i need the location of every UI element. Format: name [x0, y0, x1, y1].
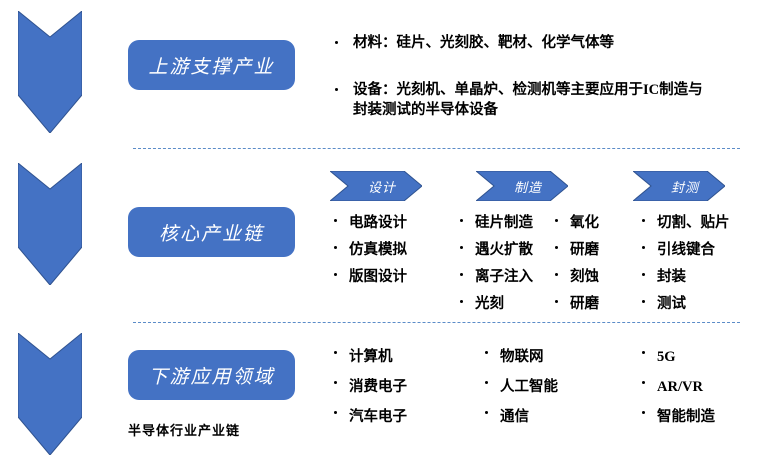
list-item: 通信 — [483, 402, 558, 432]
design-bullet-list: 电路设计 仿真模拟 版图设计 — [332, 210, 407, 291]
stage-label-downstream-text: 下游应用领域 — [148, 366, 275, 388]
list-item: 研磨 — [553, 237, 599, 264]
down-chevron-arrow-icon-downstream — [18, 333, 82, 455]
manufacturing-bullet-list-col2: 氧化 研磨 刻蚀 研磨 — [553, 210, 599, 318]
list-item: 电路设计 — [332, 210, 407, 237]
list-item: 硅片制造 — [458, 210, 533, 237]
list-item: 遇火扩散 — [458, 237, 533, 264]
list-item: 引线键合 — [640, 237, 730, 264]
list-item: 汽车电子 — [332, 402, 407, 432]
stage-label-downstream[interactable]: 下游应用领域 — [128, 350, 295, 400]
chevron-step-design[interactable]: 设计 — [330, 171, 422, 201]
list-item: 5G — [640, 342, 715, 372]
list-item: 智能制造 — [640, 402, 715, 432]
list-item: 氧化 — [553, 210, 599, 237]
list-item: 光刻 — [458, 291, 533, 318]
downstream-bullet-list-col2: 物联网 人工智能 通信 — [483, 342, 558, 432]
stage-label-core-text: 核心产业链 — [158, 223, 264, 245]
list-item: 离子注入 — [458, 264, 533, 291]
diagram-caption: 半导体行业产业链 — [128, 423, 241, 438]
stage-label-core[interactable]: 核心产业链 — [128, 207, 295, 257]
list-item: 切割、贴片 — [640, 210, 730, 237]
list-item: 刻蚀 — [553, 264, 599, 291]
upstream-item-materials: 材料：硅片、光刻胶、靶材、化学气体等 — [333, 33, 763, 53]
list-item: 人工智能 — [483, 372, 558, 402]
down-chevron-arrow-icon-core — [18, 163, 82, 285]
list-item: 消费电子 — [332, 372, 407, 402]
stage-label-upstream[interactable]: 上游支撑产业 — [128, 40, 295, 90]
chevron-step-manufacturing[interactable]: 制造 — [476, 171, 568, 201]
down-chevron-arrow-icon-upstream — [18, 11, 82, 133]
list-item: 仿真模拟 — [332, 237, 407, 264]
list-item: 测试 — [640, 291, 730, 318]
list-item: AR/VR — [640, 372, 715, 402]
list-item: 封装 — [640, 264, 730, 291]
chevron-step-packaging-test-title: 封测 — [670, 179, 699, 195]
divider-upstream-core — [133, 148, 740, 149]
divider-core-downstream — [133, 322, 740, 323]
downstream-bullet-list-col1: 计算机 消费电子 汽车电子 — [332, 342, 407, 432]
packaging-test-bullet-list: 切割、贴片 引线键合 封装 测试 — [640, 210, 730, 318]
chevron-step-design-title: 设计 — [367, 179, 396, 195]
chevron-step-manufacturing-title: 制造 — [513, 179, 542, 195]
list-item: 研磨 — [553, 291, 599, 318]
chevron-step-packaging-test[interactable]: 封测 — [633, 171, 725, 201]
list-item: 版图设计 — [332, 264, 407, 291]
manufacturing-bullet-list-col1: 硅片制造 遇火扩散 离子注入 光刻 — [458, 210, 533, 318]
downstream-bullet-list-col3: 5G AR/VR 智能制造 — [640, 342, 715, 432]
list-item: 物联网 — [483, 342, 558, 372]
upstream-item-equipment: 设备：光刻机、单晶炉、检测机等主要应用于IC制造与封装测试的半导体设备 — [333, 80, 713, 120]
list-item: 计算机 — [332, 342, 407, 372]
stage-label-upstream-text: 上游支撑产业 — [148, 56, 275, 78]
